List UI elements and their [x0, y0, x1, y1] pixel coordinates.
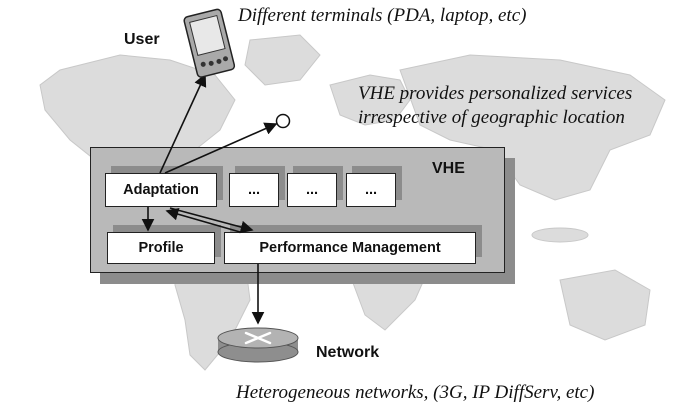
arrow-performance-to-adaptation: [165, 207, 241, 233]
placeholder-box-2: ...: [287, 173, 337, 207]
network-router-icon: [217, 327, 299, 363]
user-label: User: [124, 31, 160, 48]
pda-icon: [183, 8, 236, 78]
terminals-caption: Different terminals (PDA, laptop, etc): [238, 5, 527, 26]
arrow-adaptation-to-pda: [159, 73, 207, 174]
map-europe: [329, 74, 411, 126]
networks-caption: Heterogeneous networks, (3G, IP DiffServ…: [236, 382, 595, 403]
adaptation-box: Adaptation: [105, 173, 217, 207]
arrow-adaptation-to-performance: [169, 207, 254, 234]
performance-management-box: Performance Management: [224, 232, 476, 264]
vhe-caption-line2: irrespective of geographic location: [358, 107, 625, 128]
placeholder-box-3: ...: [346, 173, 396, 207]
map-australia: [559, 269, 651, 341]
vhe-label: VHE: [432, 160, 465, 177]
arrow-adaptation-to-location: [164, 122, 278, 174]
map-islands: [531, 227, 589, 243]
map-asia: [399, 54, 666, 201]
location-icon: [275, 113, 291, 129]
vhe-caption-line1: VHE provides personalized services: [358, 83, 633, 104]
placeholder-box-1: ...: [229, 173, 279, 207]
network-label: Network: [316, 344, 380, 361]
map-greenland: [244, 34, 321, 86]
profile-box: Profile: [107, 232, 215, 264]
